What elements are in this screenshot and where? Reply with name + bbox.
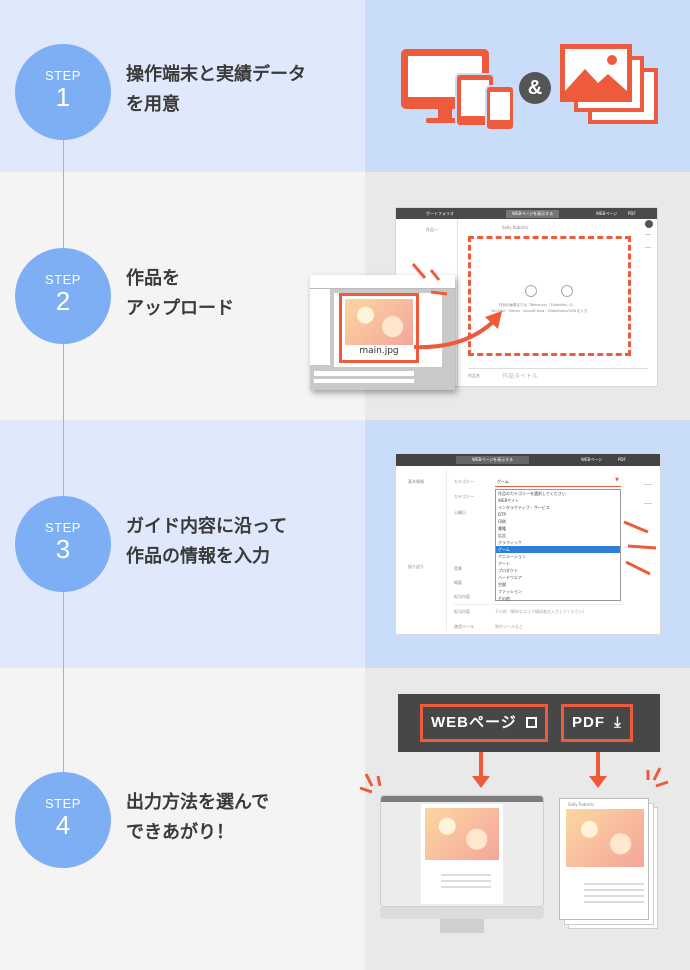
step-number: 3 [55,534,71,564]
drop-instruction-2: YouTube・Vimeo・SoundCloud・SlideShareのURLを… [491,309,588,313]
dropdown-option[interactable]: 広告 [498,533,506,538]
dropdown-option[interactable]: ゲーム [496,546,620,553]
step-number: 2 [55,286,71,316]
step1-badge: STEP 1 [15,44,111,140]
web-page-button[interactable]: WEBページを表示する [506,210,560,218]
field-label: 背景 [454,566,462,571]
edit-icon[interactable] [645,220,653,228]
step-label: STEP [45,796,81,811]
pdf-preview-image [566,809,644,867]
dropdown-option[interactable]: DTP [498,512,506,517]
pdf-document: Sally Roberts [559,798,649,920]
upload-icon [525,285,537,297]
monitor-stand [380,907,544,919]
web-link[interactable]: WEBページ [596,211,618,216]
web-preview-image [425,808,499,860]
responsibility-input[interactable]: その他（簡単なエリア構成者名入力してください） [495,609,587,614]
field-label: 担当内容 [454,594,470,599]
pdf-label: PDF [572,714,605,731]
images-stack-icon [560,44,658,124]
download-icon: ⤓ [614,714,622,731]
click-burst-icon [623,520,657,576]
desktop-monitor [380,795,544,907]
image-thumbnail[interactable]: main.jpg [339,293,419,363]
field-label: 使用ツール [454,624,474,629]
drag-arrow [413,311,502,350]
work-title-input[interactable]: 作品タイトル [502,373,539,380]
web-arrow [479,752,483,780]
dropdown-option[interactable]: アート [498,561,510,566]
web-page-output-button[interactable]: WEBページ [420,704,548,742]
ampersand-badge: & [519,72,551,104]
section-review: 振り返り [408,564,424,569]
dropdown-option[interactable]: ハードウエア [498,575,522,580]
link-icon [561,285,573,297]
field-label: 概要 [454,580,462,585]
click-burst-icon [411,263,448,296]
output-toolbar: WEBページ PDF ⤓ [398,694,660,752]
dropdown-option[interactable]: アニメーション [498,554,526,559]
step2-title: 作品を アップロード [126,268,234,319]
section-basic-info: 基本情報 [408,479,424,484]
drop-zone[interactable]: 作品の画像または「Behance」「Dribbble」の YouTube・Vim… [468,236,631,356]
click-burst-icon [359,773,382,794]
web-page-button[interactable]: WEBページを表示する [456,456,530,464]
file-name: main.jpg [359,346,399,356]
dropdown-option[interactable]: 印刷 [498,519,506,524]
step4-badge: STEP 4 [15,772,111,868]
pdf-doc-title: Sally Roberts [568,802,595,807]
field-label: カテゴリー [454,494,474,499]
sidebar: 作品一 [396,219,458,386]
category-dropdown[interactable]: 作品のカテゴリーを選択してください WEBサイトインタラクティブ・サービス DTP 印… [495,489,621,601]
dropdown-option[interactable]: 書籍 [498,526,506,531]
step2-badge: STEP 2 [15,248,111,344]
field-label: 担当内容 [454,609,470,614]
chevron-down-icon: ▼ [615,477,619,483]
external-link-icon [525,717,537,728]
thumbnail-image [345,299,413,345]
web-link[interactable]: WEBページ [581,457,603,462]
info-form-window: WEBページを表示する WEBページ PDF 基本情報 振り返り カテゴリー カ… [396,454,660,634]
pdf-link[interactable]: PDF [628,211,636,216]
step-label: STEP [45,272,81,287]
step1-title: 操作端末と実績データ を用意 [126,64,306,115]
sidebar-item[interactable]: 作品一 [426,227,438,232]
dropdown-option[interactable]: プロダクト [498,568,518,573]
timeline-line [63,92,64,832]
devices-icon [401,49,515,131]
web-page-label: WEBページ [431,714,517,731]
step-number: 1 [55,82,71,112]
app-title: ポートフォリオ [426,211,454,216]
field-label: 公開日 [454,510,466,515]
dropdown-option[interactable]: その他 [498,596,510,601]
pdf-arrow [596,752,600,780]
step4-title: 出力方法を選んで できあがり！ [126,792,270,843]
dropdown-option[interactable]: 空間 [498,582,506,587]
side-controls [645,234,651,248]
title-field[interactable]: Sally Roberts [502,225,529,230]
web-preview-page [421,804,503,904]
dropdown-option[interactable]: インタラクティブ・サービス [498,505,550,510]
dropdown-option[interactable]: グラフィック [498,540,522,545]
pdf-output-button[interactable]: PDF ⤓ [561,704,633,742]
click-burst-icon [646,767,669,788]
field-label: カテゴリー [454,479,474,484]
drop-instruction-1: 作品の画像または「Behance」「Dribbble」の [499,303,573,307]
category-select[interactable]: ゲーム ▼ [495,477,621,487]
side-controls [644,484,652,504]
pdf-link[interactable]: PDF [618,457,626,462]
tools-input[interactable]: 制作ツールなど [495,624,523,629]
dropdown-option[interactable]: ファッション [498,589,522,594]
step3-badge: STEP 3 [15,496,111,592]
select-value: ゲーム [497,479,509,484]
dropdown-option[interactable]: WEBサイト [498,498,520,503]
work-name-label: 作品名 [468,373,480,378]
step-number: 4 [55,810,71,840]
step-label: STEP [45,68,81,83]
dropdown-option[interactable]: 作品のカテゴリーを選択してください [498,491,566,496]
step-label: STEP [45,520,81,535]
file-dialog: main.jpg [310,275,455,390]
step3-title: ガイド内容に沿って 作品の情報を入力 [126,516,288,567]
